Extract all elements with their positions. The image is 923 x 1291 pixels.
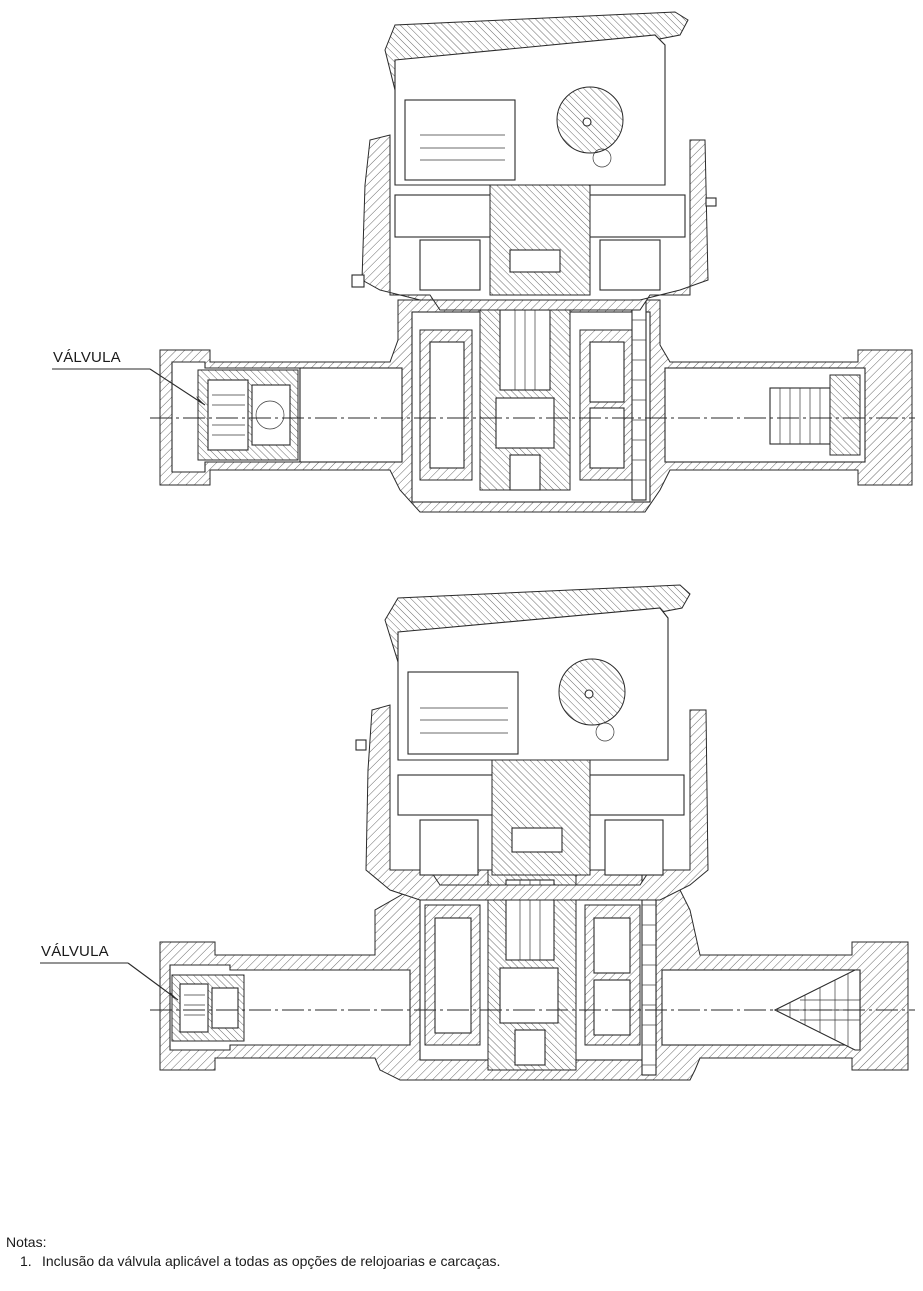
water-meter-section-bottom xyxy=(40,584,915,1081)
valve-callout-label-top: VÁLVULA xyxy=(53,349,121,366)
water-meter-section-top xyxy=(52,11,915,513)
note-text: Inclusão da válvula aplicável a todas as… xyxy=(42,1253,501,1269)
strainer-right xyxy=(769,374,861,456)
note-number: 1. xyxy=(20,1253,32,1269)
callout-leader-bottom xyxy=(40,962,179,1001)
measuring-chamber xyxy=(424,864,657,1076)
notes-title: Notas: xyxy=(6,1234,47,1250)
callout-leader-top xyxy=(52,368,206,406)
measuring-chamber xyxy=(419,299,647,501)
valve-left xyxy=(197,369,299,461)
valve-callout-label-bottom: VÁLVULA xyxy=(41,943,109,960)
valve-left xyxy=(171,974,245,1042)
notes-section: Notas: 1. Inclusão da válvula aplicável … xyxy=(6,1233,500,1271)
register-housing xyxy=(351,11,717,311)
register-housing xyxy=(355,584,709,901)
note-item: 1. Inclusão da válvula aplicável a todas… xyxy=(6,1252,500,1271)
